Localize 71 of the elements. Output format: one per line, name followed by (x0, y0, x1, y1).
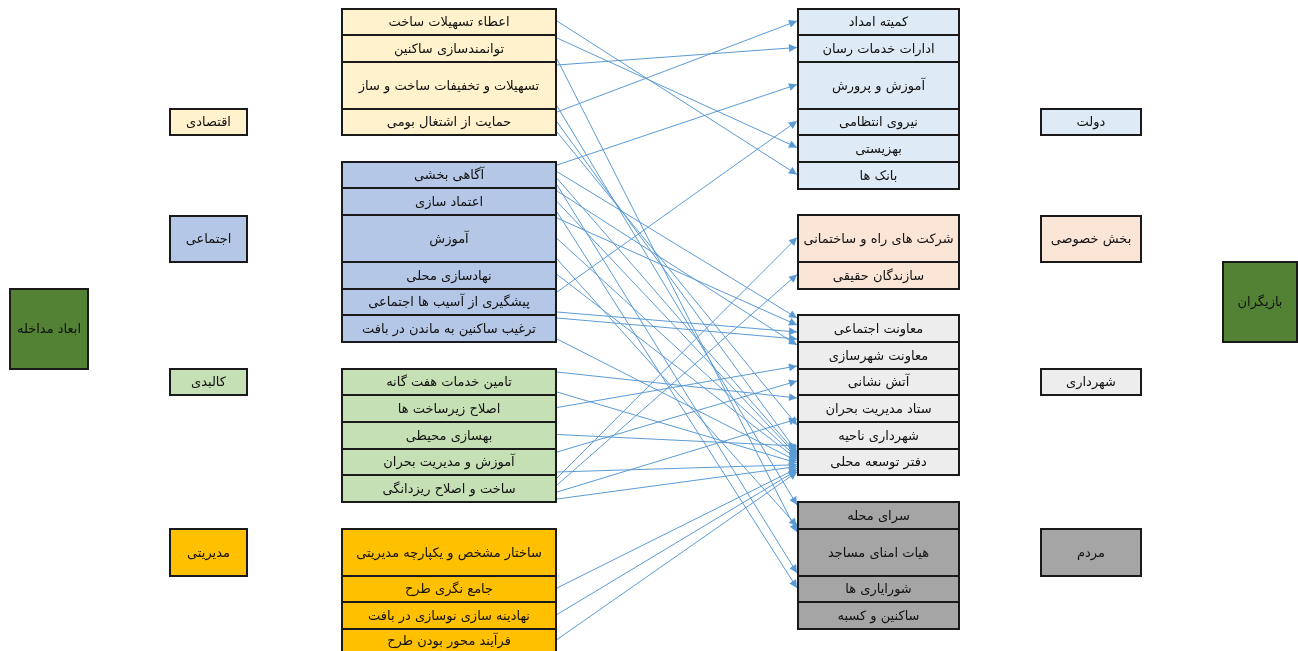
actor-box: دفتر توسعه محلی (797, 448, 960, 476)
group-box: مردم (1040, 528, 1142, 577)
arrow (556, 471, 798, 640)
item-box: ترغیب ساکنین به ماندن در بافت (341, 314, 557, 343)
arrow (556, 469, 798, 615)
arrow (556, 311, 798, 336)
actor-box: بهزیستی (797, 134, 960, 163)
item-box: اصلاح زیرساخت ها (341, 394, 557, 423)
root-box: ابعاد مداخله (9, 288, 89, 370)
arrow (556, 20, 798, 175)
arrow (556, 20, 798, 113)
item-box: آموزش و مدیریت بحران (341, 448, 557, 476)
category-box: اجتماعی (169, 215, 248, 263)
actor-box: شهرداری ناحیه (797, 421, 960, 450)
arrow (556, 190, 798, 346)
arrow (556, 44, 798, 66)
item-box: ساخت و اصلاح ریزدانگی (341, 474, 557, 503)
actor-box: نیروی انتظامی (797, 108, 960, 136)
group-box: بخش خصوصی (1040, 215, 1142, 263)
arrow (556, 467, 798, 589)
actor-box: کمیته امداد (797, 8, 960, 36)
actor-box: آتش نشانی (797, 368, 960, 396)
arrow (556, 417, 798, 493)
item-box: آموزش (341, 214, 557, 263)
arrow (556, 258, 798, 527)
item-box: تامین خدمات هفت گانه (341, 368, 557, 396)
arrow (556, 338, 798, 462)
item-box: نهادسازی محلی (341, 261, 557, 290)
actor-box: ستاد مدیریت بحران (797, 394, 960, 423)
actor-box: ادارات خدمات رسان (797, 34, 960, 63)
category-box: مدیریتی (169, 528, 248, 577)
actor-box: شورایاری ها (797, 575, 960, 603)
item-box: آگاهی بخشی (341, 161, 557, 189)
actor-box: معاونت شهرسازی (797, 341, 960, 370)
item-box: فرآیند محور بودن طرح (341, 628, 557, 651)
actor-box: ساکنین و کسبه (797, 601, 960, 630)
arrow (556, 363, 798, 408)
arrow (556, 371, 798, 402)
item-box: نهادینه سازی نوسازی در بافت (341, 601, 557, 630)
arrow (556, 391, 798, 465)
category-box: اقتصادی (169, 108, 248, 136)
arrow (556, 120, 798, 293)
item-box: توانمندسازی ساکنین (341, 34, 557, 63)
actor-box: شرکت های راه و ساختمانی (797, 214, 960, 263)
actor-box: بانک ها (797, 161, 960, 190)
item-box: اعتماد سازی (341, 187, 557, 216)
arrow (556, 460, 798, 473)
actor-box: آموزش و پرورش (797, 61, 960, 110)
arrow (556, 434, 798, 450)
item-box: اعطاء تسهیلات ساخت (341, 8, 557, 36)
group-box: دولت (1040, 108, 1142, 136)
actor-box: سازندگان حقیقی (797, 261, 960, 290)
arrow (556, 463, 798, 500)
actor-box: معاونت اجتماعی (797, 314, 960, 343)
arrow (556, 83, 798, 166)
arrow (556, 317, 798, 343)
item-box: جامع نگری طرح (341, 575, 557, 603)
root-box: بازیگران (1222, 261, 1298, 343)
arrow (556, 379, 798, 453)
item-box: بهسازی محیطی (341, 421, 557, 450)
group-box: شهرداری (1040, 368, 1142, 396)
actor-box: هیات امنای مساجد (797, 528, 960, 577)
arrow (556, 37, 798, 148)
item-box: حمایت از اشتغال بومی (341, 108, 557, 136)
arrow (556, 217, 798, 326)
item-box: پیشگیری از آسیب ها اجتماعی (341, 288, 557, 316)
item-box: ساختار مشخص و یکپارچه مدیریتی (341, 528, 557, 577)
arrow (556, 171, 798, 319)
item-box: تسهیلات و تخفیفات ساخت و ساز (341, 61, 557, 110)
category-box: کالبدی (169, 368, 248, 396)
actor-box: سرای محله (797, 501, 960, 530)
